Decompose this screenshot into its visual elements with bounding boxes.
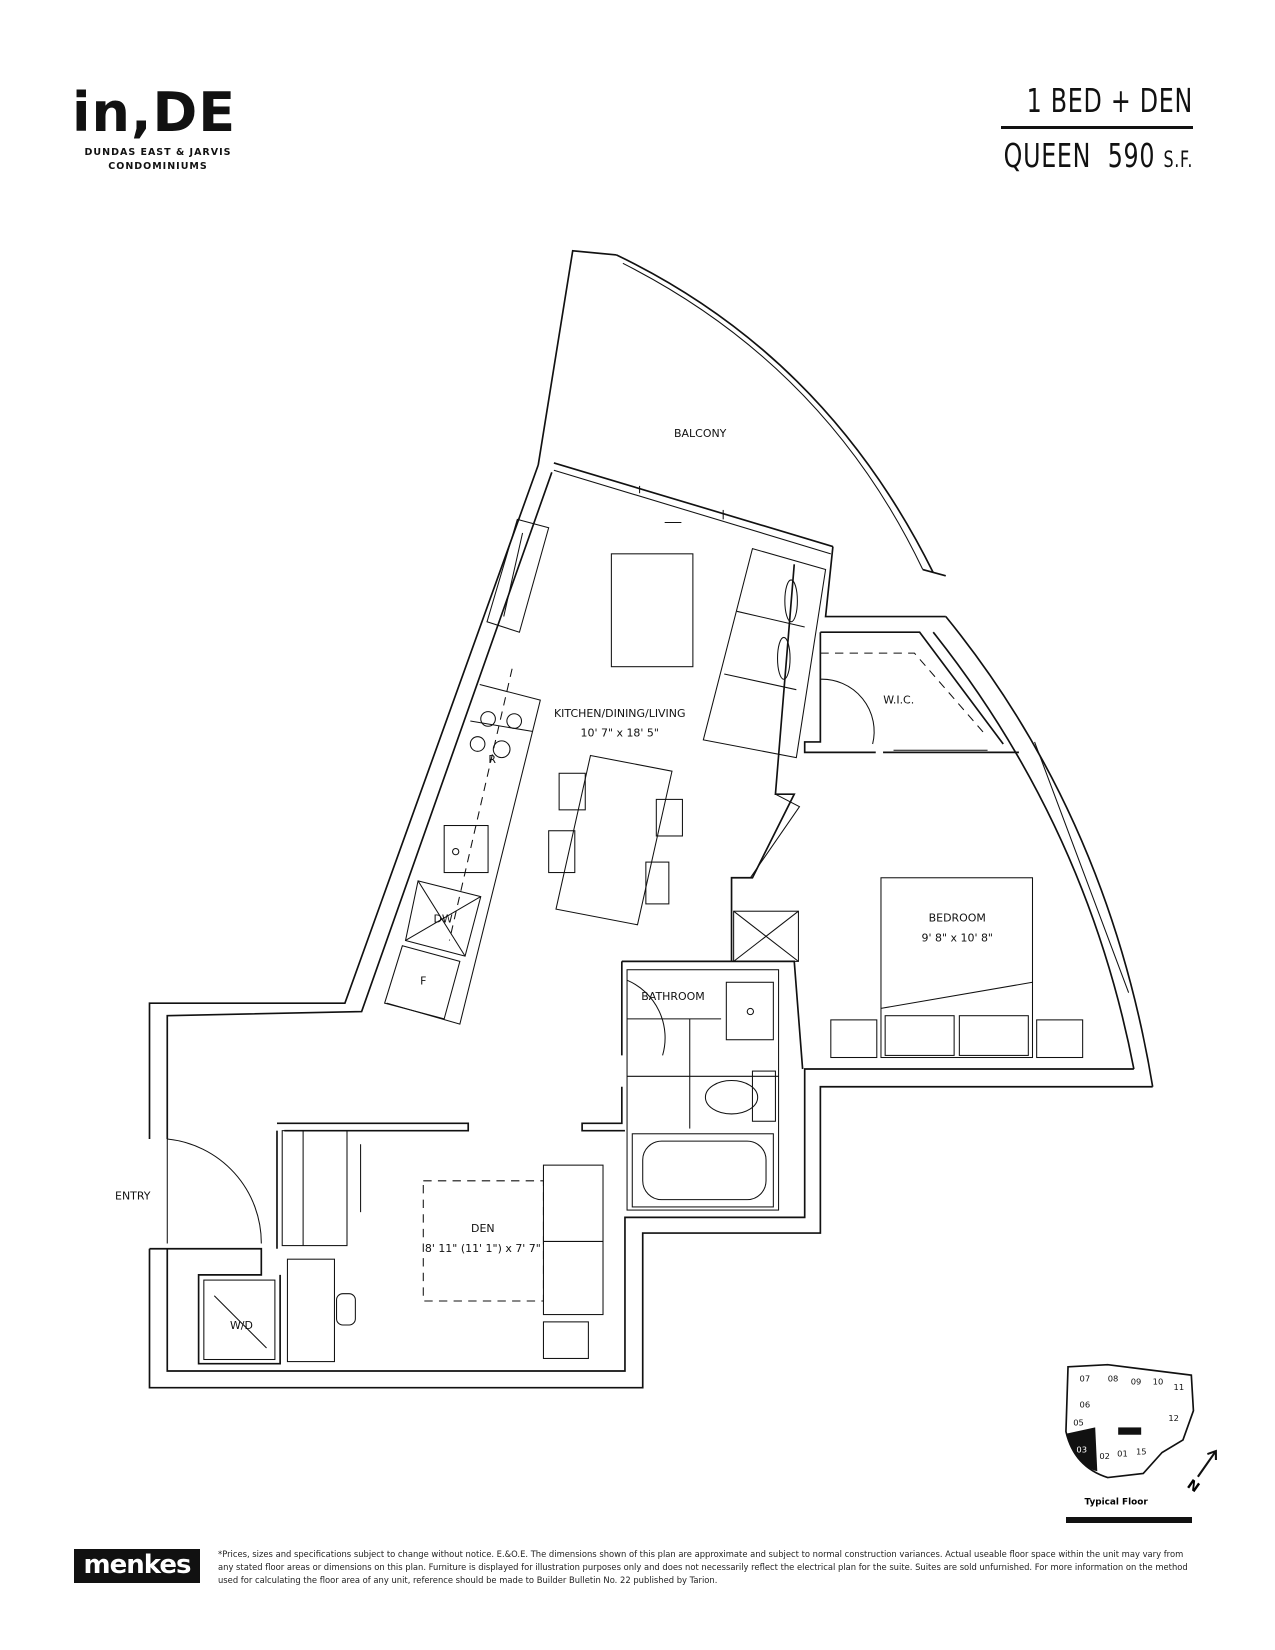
den-furniture <box>203 1130 604 1363</box>
unit-type: 1 BED + DEN <box>1026 81 1193 120</box>
living-furniture <box>548 547 827 926</box>
north-arrow-icon: N <box>1184 1449 1217 1496</box>
keyplan-unit: 07 <box>1080 1373 1091 1383</box>
keyplan-unit: 15 <box>1136 1447 1147 1457</box>
label-wic: W.I.C. <box>883 693 914 706</box>
label-bathroom: BATHROOM <box>641 990 704 1003</box>
doors <box>166 678 875 1244</box>
bedroom-furniture <box>830 749 1084 1059</box>
keyplan-unit: 02 <box>1099 1451 1110 1461</box>
label-entry: ENTRY <box>115 1190 151 1203</box>
label-bedroom-dims: 9' 8" x 10' 8" <box>922 932 993 945</box>
unit-area-unit: S.F. <box>1163 148 1193 173</box>
label-dishwasher: DW <box>433 913 452 926</box>
label-kitchen: KITCHEN/DINING/LIVING <box>554 707 686 720</box>
keyplan-unit: 12 <box>1168 1413 1179 1423</box>
keyplan-unit: 08 <box>1108 1373 1119 1383</box>
label-range: R <box>488 753 496 766</box>
keyplan-unit: 05 <box>1073 1417 1084 1427</box>
disclaimer: *Prices, sizes and specifications subjec… <box>218 1549 1188 1585</box>
label-fridge: F <box>420 974 426 987</box>
key-plan: 07 08 09 10 11 06 05 12 03 02 01 15 Typi… <box>1065 1363 1217 1508</box>
title-divider <box>1001 126 1193 129</box>
unit-model-area: QUEEN 590 S.F. <box>1004 135 1193 182</box>
label-balcony: BALCONY <box>674 427 727 440</box>
balcony <box>537 249 946 577</box>
kitchen <box>383 518 694 1025</box>
logo-subtitle-2: CONDOMINIUMS <box>108 161 208 172</box>
keyplan-unit: 01 <box>1117 1449 1128 1459</box>
keyplan-unit: 09 <box>1131 1377 1142 1387</box>
label-kitchen-dims: 10' 7" x 18' 5" <box>581 727 659 740</box>
label-bedroom: BEDROOM <box>929 912 986 925</box>
keyplan-unit: 06 <box>1080 1400 1091 1410</box>
label-den: DEN <box>471 1222 495 1235</box>
unit-walls <box>148 464 1154 1389</box>
bathroom-fixtures <box>626 910 799 1211</box>
unit-model: QUEEN <box>1003 136 1092 175</box>
label-den-dims: 8' 11" (11' 1") x 7' 7" <box>425 1242 541 1255</box>
unit-title: 1 BED + DEN QUEEN 590 S.F. <box>930 80 1193 177</box>
north-label: N <box>1184 1476 1202 1496</box>
keyplan-divider <box>1066 1517 1192 1523</box>
label-washer-dryer: W/D <box>230 1319 253 1332</box>
keyplan-highlight <box>1065 1427 1098 1472</box>
unit-area: 590 <box>1107 136 1156 175</box>
logo-subtitle-1: DUNDAS EAST & JARVIS <box>84 147 232 158</box>
keyplan-unit: 11 <box>1174 1382 1185 1392</box>
keyplan-unit: 10 <box>1153 1377 1164 1387</box>
project-logo: in,DE DUNDAS EAST & JARVIS CONDOMINIUMS <box>72 80 244 174</box>
keyplan-caption: Typical Floor <box>1084 1498 1148 1508</box>
keyplan-unit-highlighted: 03 <box>1076 1445 1087 1455</box>
logo-wordmark: in,DE <box>72 81 237 144</box>
room-labels: BALCONY KITCHEN/DINING/LIVING 10' 7" x 1… <box>115 427 993 1332</box>
developer-logo: menkes <box>74 1549 200 1583</box>
